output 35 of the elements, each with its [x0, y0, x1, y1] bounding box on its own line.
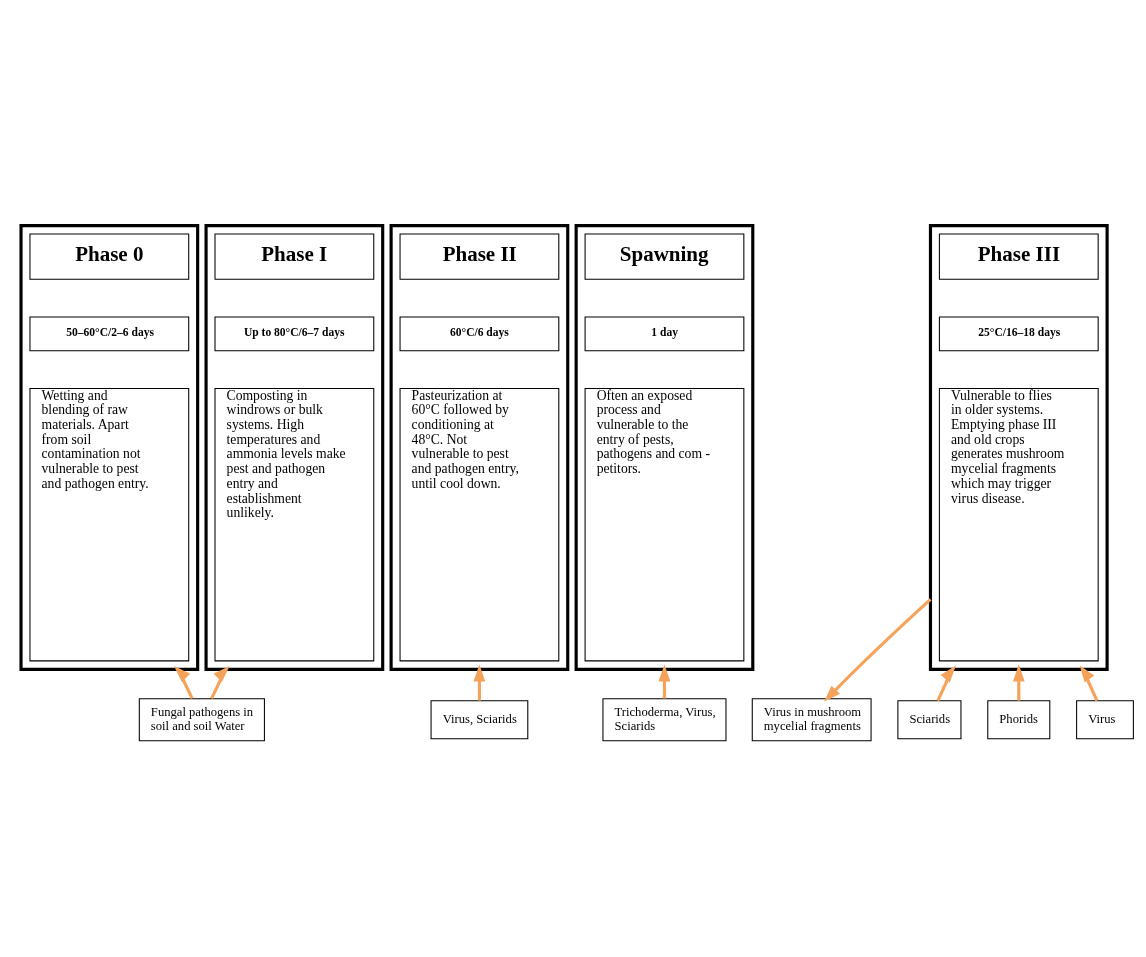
node-box: Often an exposed process and vulnerable to the entry of pests, pathogens and com - petitors.: [584, 387, 745, 661]
node-box: Phorids: [987, 699, 1051, 739]
arrow: [210, 665, 230, 699]
node-box: Phase II: [399, 233, 560, 280]
cluster: [19, 223, 200, 671]
node-box: Virus, Sciarids: [430, 699, 529, 739]
cluster: [204, 223, 385, 671]
arrow: [824, 597, 932, 702]
node-box: Wetting and blending of raw materials. Apart from soil contamination not vulnerable to pest and pathogen entry.: [29, 387, 190, 661]
node-box: Pasteurization at 60°C followed by conditioning at 48°C. Not vulnerable to pest and pathogen entry, until cool down.: [399, 387, 560, 661]
node-box: Sciarids: [897, 699, 962, 739]
arrow: [1079, 664, 1099, 701]
cluster: [574, 223, 755, 671]
node-box: Virus: [1076, 699, 1134, 739]
arrow: [473, 664, 486, 701]
node-box: 25°C/16–18 days: [938, 316, 1099, 351]
arrow: [936, 665, 956, 701]
cluster: [389, 223, 570, 671]
node-box: Virus in mushroom mycelial fragments: [751, 697, 872, 741]
cluster: [928, 223, 1109, 671]
node-box: Spawning: [584, 233, 745, 280]
node-box: Phase I: [214, 233, 375, 280]
node-box: Composting in windrows or bulk systems. High temperatures and ammonia levels make pest and pathogen entry and establishment unlikely.: [214, 387, 375, 661]
node-box: Trichoderma, Virus, Sciarids: [602, 697, 727, 741]
node-box: Phase III: [938, 233, 1099, 280]
arrow: [174, 665, 194, 699]
node-box: Vulnerable to flies in older systems. Emptying phase III and old crops generates mushroom mycelial fragments which may trigger virus disease.: [938, 387, 1099, 661]
node-box: Fungal pathogens in soil and soil Water: [138, 697, 265, 741]
node-box: 50–60°C/2–6 days: [29, 316, 190, 351]
node-box: 60°C/6 days: [399, 316, 560, 351]
node-box: Phase 0: [29, 233, 190, 280]
node-box: Up to 80°C/6–7 days: [214, 316, 375, 351]
arrow: [1012, 664, 1025, 701]
arrow: [658, 664, 671, 698]
node-box: 1 day: [584, 316, 745, 351]
